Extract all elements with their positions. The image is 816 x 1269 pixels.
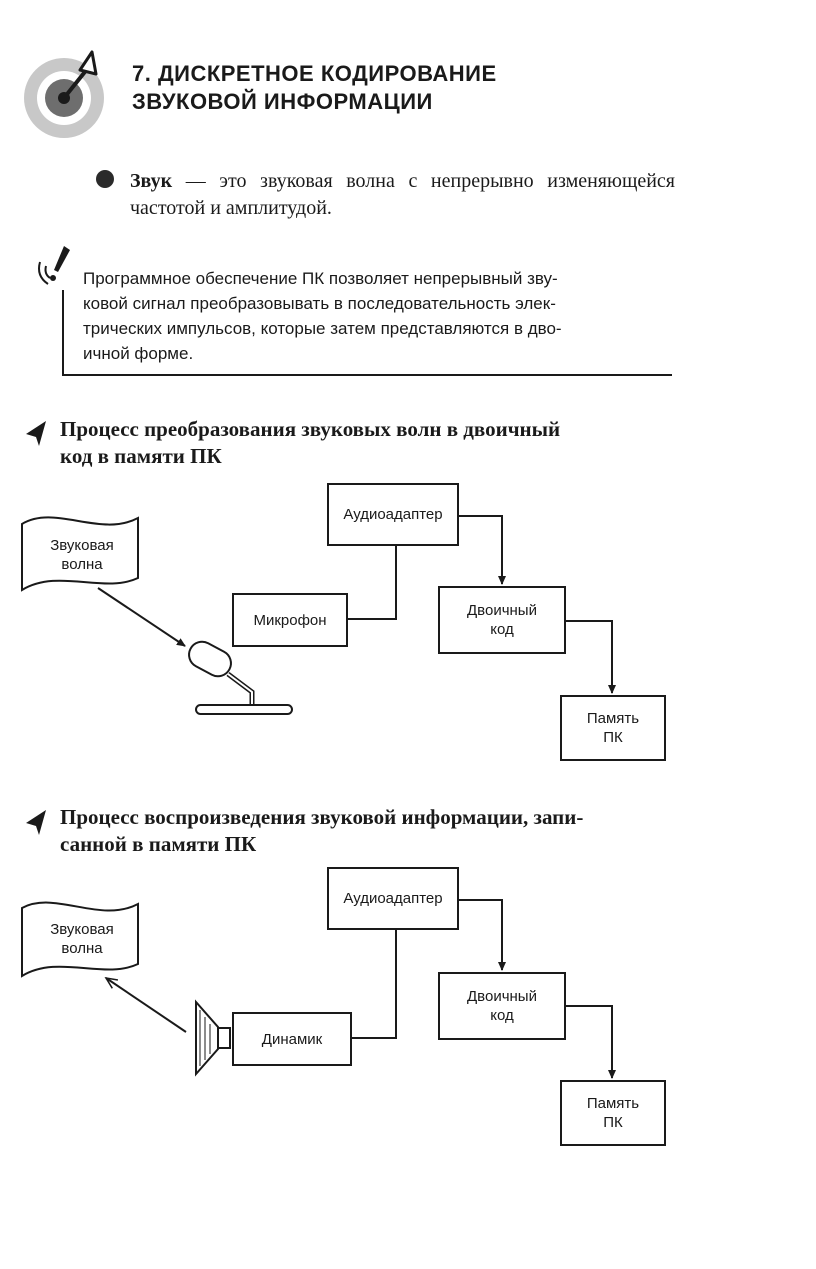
box-label: Аудиоадаптер: [343, 506, 443, 523]
diagram2-speaker-box: Динамик: [232, 1012, 352, 1066]
box-label: Микрофон: [253, 611, 327, 629]
diagram1-heading: Процесс преобразования звуковых волн в д…: [60, 416, 675, 470]
title-line-1: 7. ДИСКРЕТНОЕ КОДИРОВАНИЕ: [132, 61, 497, 86]
diagram2-heading-line-2: санной в памяти ПК: [60, 832, 257, 856]
note-text: Программное обеспечение ПК позволяет неп…: [83, 266, 673, 366]
diagram1-wave-label: Звуковая волна: [50, 537, 114, 573]
target-dart-icon: [24, 50, 104, 138]
arrow-pointer-icon: [26, 810, 46, 835]
box-label: Память ПК: [586, 1095, 640, 1131]
note-line: ичной форме.: [83, 344, 194, 363]
box-label: Двоичный код: [467, 602, 537, 638]
diagram1-heading-line-1: Процесс преобразования звуковых волн в д…: [60, 417, 561, 441]
box-label: Динамик: [261, 1030, 323, 1048]
box-label: Память ПК: [586, 710, 640, 746]
arrow-pointer-icon: [26, 421, 46, 446]
speaker-icon: [195, 999, 231, 1077]
microphone-icon: [188, 640, 293, 715]
definition-text: Звук — это звуковая волна с непрерывно и…: [130, 168, 675, 222]
bullet-icon: [96, 170, 114, 188]
diagram1-memory-box: Память ПК: [560, 695, 666, 761]
sound-wave-flag: [21, 901, 139, 978]
note-border-bottom: [62, 374, 672, 376]
diagram1-binary-code-box: Двоичный код: [438, 586, 566, 654]
note-line: трических импульсов, которые затем предс…: [83, 319, 562, 338]
diagram2-heading-line-1: Процесс воспроизведения звуковой информа…: [60, 805, 584, 829]
diagram1-audio-adapter-box: Аудиоадаптер: [327, 483, 459, 546]
note-line: Программное обеспечение ПК позволяет неп…: [83, 269, 558, 288]
diagram2-heading: Процесс воспроизведения звуковой информа…: [60, 804, 675, 858]
diagram2-binary-code-box: Двоичный код: [438, 972, 566, 1040]
note-border-left: [62, 290, 64, 376]
exclamation-icon: [38, 246, 70, 285]
box-label: Аудиоадаптер: [343, 890, 443, 907]
diagram1-heading-line-2: код в памяти ПК: [60, 444, 222, 468]
diagram2-audio-adapter-box: Аудиоадаптер: [327, 867, 459, 930]
definition-body: — это звуковая волна с непрерывно изменя…: [130, 170, 675, 219]
title-line-2: ЗВУКОВОЙ ИНФОРМАЦИИ: [132, 89, 433, 114]
definition-term: Звук: [130, 170, 173, 192]
sound-wave-flag: [21, 516, 139, 592]
diagram2-memory-box: Память ПК: [560, 1080, 666, 1146]
page-title: 7. ДИСКРЕТНОЕ КОДИРОВАНИЕ ЗВУКОВОЙ ИНФОР…: [132, 60, 497, 116]
diagram2-wave-label: Звуковая волна: [50, 921, 114, 957]
diagram1-microphone-box: Микрофон: [232, 593, 348, 647]
note-line: ковой сигнал преобразовывать в последова…: [83, 294, 556, 313]
box-label: Двоичный код: [467, 988, 537, 1024]
